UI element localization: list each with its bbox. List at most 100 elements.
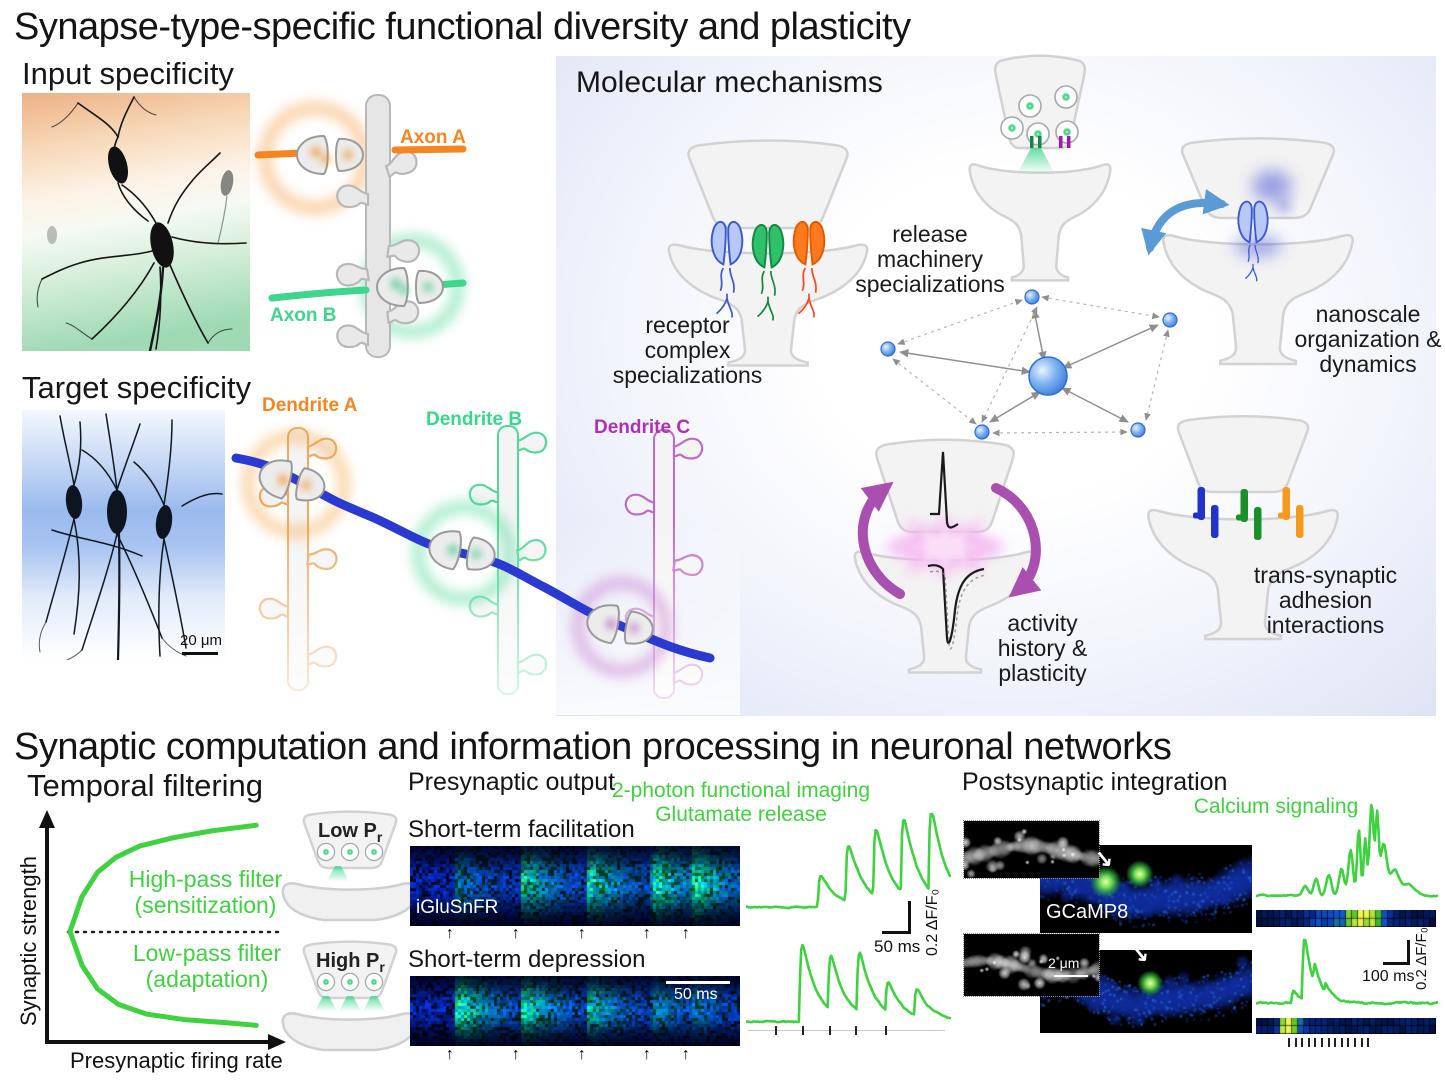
stimulus-tick bbox=[828, 1026, 831, 1035]
low-pass-filter-label: Low-pass filter (adaptation) bbox=[122, 940, 292, 992]
dendrite-a-label: Dendrite A bbox=[262, 395, 358, 416]
presynaptic-output-title: Presynaptic output bbox=[408, 768, 616, 796]
input-specificity-micrograph bbox=[22, 93, 250, 351]
label-sub: r bbox=[379, 959, 385, 975]
dendrite-a-column bbox=[258, 427, 339, 691]
bottom-section-title: Synaptic computation and information pro… bbox=[14, 726, 1172, 768]
y-axis-label: Synaptic strength bbox=[16, 856, 41, 1026]
depression-kymograph-image bbox=[410, 976, 740, 1046]
molecular-mechanisms-title: Molecular mechanisms bbox=[576, 66, 883, 99]
stimulus-tick bbox=[1367, 1038, 1370, 1047]
stimulus-arrow-icon: ↑ bbox=[577, 925, 586, 942]
stimulus-tick bbox=[1314, 1038, 1317, 1047]
stimulus-arrow-icon: ↑ bbox=[445, 925, 454, 942]
stimulus-tick bbox=[1360, 1038, 1363, 1047]
label-line: dynamics bbox=[1319, 351, 1417, 377]
stimulus-tick bbox=[1340, 1038, 1343, 1047]
label-line: interactions bbox=[1266, 612, 1385, 638]
top-section-title: Synapse-type-specific functional diversi… bbox=[14, 6, 911, 48]
grayscale-dendrite-image-1 bbox=[963, 820, 1100, 879]
grayscale-dendrite-image-2 bbox=[963, 933, 1100, 997]
label-line: High-pass filter bbox=[128, 866, 283, 892]
stimulus-tick bbox=[1301, 1038, 1304, 1047]
dendrite-spines bbox=[334, 147, 422, 349]
stimulus-tick bbox=[884, 1026, 887, 1035]
stimulus-tick bbox=[774, 1026, 777, 1035]
stimulus-arrow-icon: ↑ bbox=[445, 1046, 454, 1063]
label-line: nanoscale bbox=[1315, 301, 1421, 327]
gcamp8-label: GCaMP8 bbox=[1046, 901, 1129, 923]
label-line: organization & bbox=[1294, 326, 1442, 352]
stimulus-tick bbox=[802, 1026, 805, 1035]
trace-scalebar-time-label: 50 ms bbox=[874, 937, 921, 956]
label-line: (adaptation) bbox=[145, 966, 269, 992]
stimulus-arrow-icon: ↑ bbox=[577, 1046, 586, 1063]
synapse-bouton-pair bbox=[296, 135, 364, 175]
label-line: (sensitization) bbox=[134, 892, 277, 918]
axon-a-line bbox=[254, 149, 306, 159]
spine-pointer-arrow-icon: ↘ bbox=[1092, 845, 1115, 873]
depression-stimulus-arrows: ↑↑↑↑↑ bbox=[410, 1046, 740, 1066]
trace-scalebar-v-line bbox=[908, 901, 911, 934]
stimulus-tick bbox=[1347, 1038, 1350, 1047]
calcium-scalebar-df-label: 0.2 ΔF/F₀ bbox=[1413, 927, 1430, 990]
temporal-filtering-title: Temporal filtering bbox=[27, 768, 264, 803]
label-sub: r bbox=[376, 829, 383, 845]
label-line: activity bbox=[1007, 610, 1078, 636]
x-axis-label: Presynaptic firing rate bbox=[70, 1048, 283, 1073]
calcium-scalebar-v-line bbox=[1407, 940, 1410, 965]
calcium-stimulus-ticks bbox=[1288, 1038, 1383, 1048]
depression-tick-baseline bbox=[748, 1030, 945, 1031]
axon-a-label: Axon A bbox=[400, 127, 466, 148]
dendrite-c-label: Dendrite C bbox=[594, 417, 691, 438]
facilitation-kymograph-image bbox=[410, 846, 740, 926]
calcium-heatmap-strip-1 bbox=[1256, 910, 1436, 927]
label-line: plasticity bbox=[998, 660, 1087, 686]
axon-b-line bbox=[268, 286, 370, 302]
calcium-signaling-label: Calcium signaling bbox=[1193, 795, 1359, 818]
synapse-bouton-pair bbox=[254, 454, 330, 509]
facilitation-trace-plot bbox=[746, 812, 951, 910]
stimulus-tick bbox=[1327, 1038, 1330, 1047]
label-line: complex bbox=[644, 337, 731, 363]
label-line: receptor bbox=[645, 312, 730, 338]
two-photon-imaging-label: 2-photon functional imaging Glutamate re… bbox=[610, 779, 872, 827]
neuron-drawing bbox=[38, 413, 223, 660]
calcium-scalebar-time-label: 100 ms bbox=[1362, 968, 1415, 985]
stimulus-arrow-icon: ↑ bbox=[511, 925, 520, 942]
stimulus-tick bbox=[1307, 1038, 1310, 1047]
stimulus-arrow-icon: ↑ bbox=[642, 925, 651, 942]
label-text: Low P bbox=[318, 820, 377, 842]
label-line: Glutamate release bbox=[655, 803, 827, 826]
calcium-heatmap-strip-2 bbox=[1256, 1018, 1436, 1034]
y-axis-arrow-icon bbox=[39, 810, 55, 828]
scale-bar-label: 20 μm bbox=[180, 632, 222, 649]
label-line: 2-photon functional imaging bbox=[611, 779, 870, 802]
stimulus-tick bbox=[855, 1026, 858, 1035]
target-specificity-micrograph bbox=[22, 410, 225, 660]
target-specificity-title: Target specificity bbox=[22, 370, 252, 405]
input-specificity-title: Input specificity bbox=[22, 56, 234, 91]
temporal-filtering-graph bbox=[39, 810, 286, 1050]
stimulus-arrow-icon: ↑ bbox=[642, 1046, 651, 1063]
kymograph-scale-bar-line bbox=[666, 981, 730, 984]
stimulus-arrow-icon: ↑ bbox=[511, 1046, 520, 1063]
high-pass-filter-label: High-pass filter (sensitization) bbox=[118, 866, 293, 918]
label-line: history & bbox=[997, 635, 1088, 661]
kymograph-scale-bar-label: 50 ms bbox=[674, 986, 718, 1003]
label-line: adhesion bbox=[1278, 587, 1373, 613]
activity-history-label: activity history & plasticity bbox=[965, 611, 1120, 686]
image-scale-bar-line bbox=[1054, 975, 1088, 977]
label-line: specializations bbox=[855, 271, 1005, 297]
receptor-complex-label: receptor complex specializations bbox=[600, 313, 775, 388]
stimulus-arrow-icon: ↑ bbox=[681, 925, 690, 942]
label-line: machinery bbox=[876, 246, 984, 272]
trans-synaptic-label: trans-synaptic adhesion interactions bbox=[1238, 563, 1413, 638]
stimulus-tick bbox=[1294, 1038, 1297, 1047]
calcium-scalebar-h-line bbox=[1383, 962, 1410, 965]
short-term-facilitation-label: Short-term facilitation bbox=[408, 816, 635, 843]
trace-scalebar-df-label: 0.2 ΔF/F₀ bbox=[924, 888, 941, 956]
label-text: High P bbox=[316, 950, 380, 972]
synapse-bouton-pair bbox=[425, 526, 499, 578]
